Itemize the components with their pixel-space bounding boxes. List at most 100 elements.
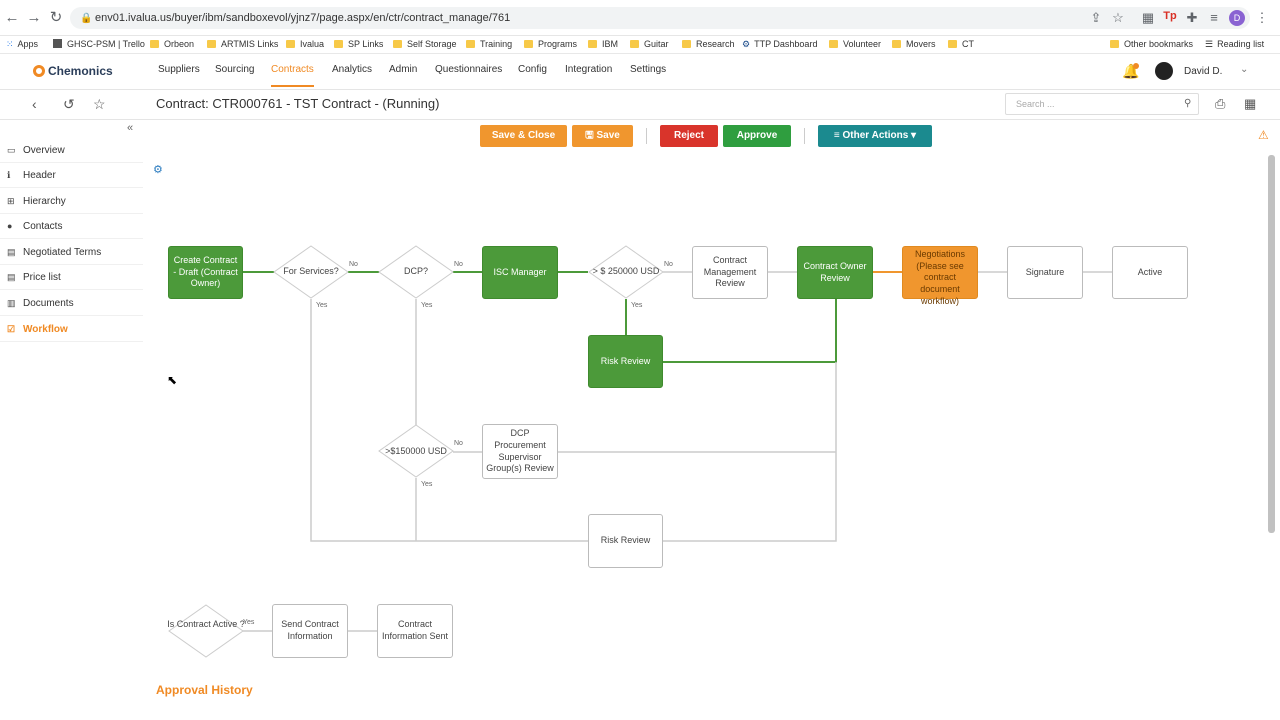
puzzle-icon[interactable]: ✚	[1186, 10, 1198, 25]
node-risk-review-1[interactable]: Risk Review	[588, 335, 663, 388]
toolbar-divider	[804, 128, 805, 144]
chevron-down-icon[interactable]: ⌄	[1240, 64, 1249, 75]
menu-questionnaires[interactable]: Questionnaires	[435, 64, 503, 75]
yes-label: Yes	[243, 619, 255, 626]
share-icon[interactable]: ⇪	[1090, 10, 1102, 25]
bookmark-apps[interactable]: ⁙Apps	[6, 39, 39, 49]
bookmark-artmis[interactable]: ARTMIS Links	[207, 39, 278, 49]
bookmark-guitar[interactable]: Guitar	[630, 39, 669, 49]
bookmark-ct[interactable]: CT	[948, 39, 974, 49]
node-create-contract[interactable]: Create Contract - Draft (Contract Owner)	[168, 246, 243, 299]
node-contract-owner-review[interactable]: Contract Owner Review	[797, 246, 873, 299]
reading-list-icon[interactable]: ≡	[1210, 10, 1218, 25]
node-contract-management-review[interactable]: Contract Management Review	[692, 246, 768, 299]
favorite-star-icon[interactable]: ☆	[93, 96, 106, 112]
approve-button[interactable]: Approve	[723, 125, 791, 147]
sidebar-item-negotiated-terms[interactable]: ▤Negotiated Terms	[0, 240, 143, 265]
menu-settings[interactable]: Settings	[630, 64, 667, 75]
node-send-contract-info[interactable]: Send Contract Information	[272, 604, 348, 658]
bookmark-self-storage[interactable]: Self Storage	[393, 39, 457, 49]
sidebar-item-price-list[interactable]: ▤Price list	[0, 265, 143, 290]
save-button[interactable]: 🖫 Save	[572, 125, 633, 147]
yes-label: Yes	[421, 481, 433, 488]
menu-suppliers[interactable]: Suppliers	[158, 64, 200, 75]
chemonics-logo[interactable]: Chemonics	[33, 64, 113, 78]
menu-admin[interactable]: Admin	[389, 64, 418, 75]
search-icon[interactable]: ⚲	[1184, 98, 1192, 109]
bookmark-ttp-dashboard[interactable]: ⚙TTP Dashboard	[742, 39, 818, 49]
bookmark-orbeon[interactable]: Orbeon	[150, 39, 194, 49]
node-signature[interactable]: Signature	[1007, 246, 1083, 299]
sidebar-item-workflow[interactable]: ☑Workflow	[0, 317, 143, 342]
decision-dcp[interactable]: DCP?	[403, 266, 428, 276]
menu-icon[interactable]: ⋮	[1255, 10, 1269, 25]
grid-menu-icon[interactable]: ▦	[1244, 96, 1257, 111]
forward-icon[interactable]: →	[26, 9, 42, 26]
folder-icon	[334, 40, 343, 48]
back-arrow-icon[interactable]: ‹	[32, 96, 37, 112]
node-dcp-review[interactable]: DCP Procurement Supervisor Group(s) Revi…	[482, 424, 558, 479]
sidebar-item-hierarchy[interactable]: ⊞Hierarchy	[0, 189, 143, 214]
other-actions-button[interactable]: ≡ Other Actions ▾	[818, 125, 932, 147]
print-icon[interactable]: ⎙	[1215, 96, 1226, 111]
contacts-icon: ●	[7, 221, 13, 231]
search-input[interactable]: Search ...	[1005, 93, 1199, 115]
menu-config[interactable]: Config	[518, 64, 547, 75]
caret-down-icon: ▾	[908, 130, 917, 141]
bookmark-research[interactable]: Research	[682, 39, 735, 49]
bookmark-training[interactable]: Training	[466, 39, 512, 49]
bookmark-sp-links[interactable]: SP Links	[334, 39, 383, 49]
info-icon: ℹ	[7, 170, 11, 180]
menu-integration[interactable]: Integration	[565, 64, 613, 75]
bookmark-ibm[interactable]: IBM	[588, 39, 618, 49]
tp-extension-icon[interactable]: Tp	[1163, 10, 1177, 22]
yes-label: Yes	[316, 302, 328, 309]
bookmark-ivalua[interactable]: Ivalua	[286, 39, 324, 49]
decision-is-contract-active[interactable]: Is Contract Active ?	[167, 619, 245, 629]
decision-for-services[interactable]: For Services?	[283, 266, 339, 276]
menu-analytics[interactable]: Analytics	[332, 64, 373, 75]
sidebar-item-documents[interactable]: ▥Documents	[0, 291, 143, 316]
user-name[interactable]: David D.	[1184, 66, 1223, 77]
profile-avatar[interactable]: D	[1229, 10, 1245, 26]
collapse-sidebar-icon[interactable]: «	[127, 122, 134, 134]
reading-list-icon: ☰	[1205, 39, 1214, 49]
bookmark-movers[interactable]: Movers	[892, 39, 936, 49]
decision-gt-250000[interactable]: > $ 250000 USD	[592, 266, 660, 276]
bookmark-trello[interactable]: GHSC-PSM | Trello	[53, 39, 145, 49]
address-bar[interactable]: env01.ivalua.us/buyer/ibm/sandboxevol/yj…	[70, 7, 1250, 29]
mouse-cursor-icon: ⬉	[167, 373, 178, 387]
warning-icon[interactable]: ⚠	[1258, 128, 1269, 142]
node-isc-manager[interactable]: ISC Manager	[482, 246, 558, 299]
node-contract-info-sent[interactable]: Contract Information Sent	[377, 604, 453, 658]
sidebar-item-contacts[interactable]: ●Contacts	[0, 214, 143, 239]
menu-contracts[interactable]: Contracts	[271, 64, 314, 87]
bookmark-other[interactable]: Other bookmarks	[1110, 39, 1193, 49]
documents-icon: ▥	[7, 298, 16, 308]
lock-icon[interactable]: 🔒	[80, 13, 93, 24]
sidebar-item-overview[interactable]: ▭Overview	[0, 138, 143, 163]
bookmark-programs[interactable]: Programs	[524, 39, 577, 49]
list-icon: ≡	[833, 130, 843, 141]
history-icon[interactable]: ↺	[63, 96, 75, 112]
reject-button[interactable]: Reject	[660, 125, 718, 147]
seal-icon: ⚙	[742, 39, 751, 49]
node-active[interactable]: Active	[1112, 246, 1188, 299]
bookmark-reading-list[interactable]: ☰Reading list	[1205, 39, 1265, 49]
save-and-close-button[interactable]: Save & Close	[480, 125, 567, 147]
node-risk-review-2[interactable]: Risk Review	[588, 514, 663, 568]
user-avatar-icon[interactable]	[1155, 62, 1173, 80]
settings-gear-icon[interactable]: ⚙	[153, 164, 163, 176]
scrollbar[interactable]	[1268, 155, 1275, 533]
decision-gt-150000[interactable]: >$150000 USD	[385, 446, 447, 456]
star-icon[interactable]: ☆	[1112, 10, 1124, 25]
node-negotiations[interactable]: Negotiations (Please see contract docume…	[902, 246, 978, 306]
extension-icon[interactable]: ▦	[1141, 10, 1155, 25]
reload-icon[interactable]: ↻	[49, 9, 63, 26]
bookmarks-bar: ⁙Apps GHSC-PSM | Trello Orbeon ARTMIS Li…	[0, 36, 1280, 54]
bookmark-volunteer[interactable]: Volunteer	[829, 39, 881, 49]
menu-sourcing[interactable]: Sourcing	[215, 64, 255, 75]
back-icon[interactable]: ←	[4, 9, 20, 26]
toolbar-divider	[646, 128, 647, 144]
